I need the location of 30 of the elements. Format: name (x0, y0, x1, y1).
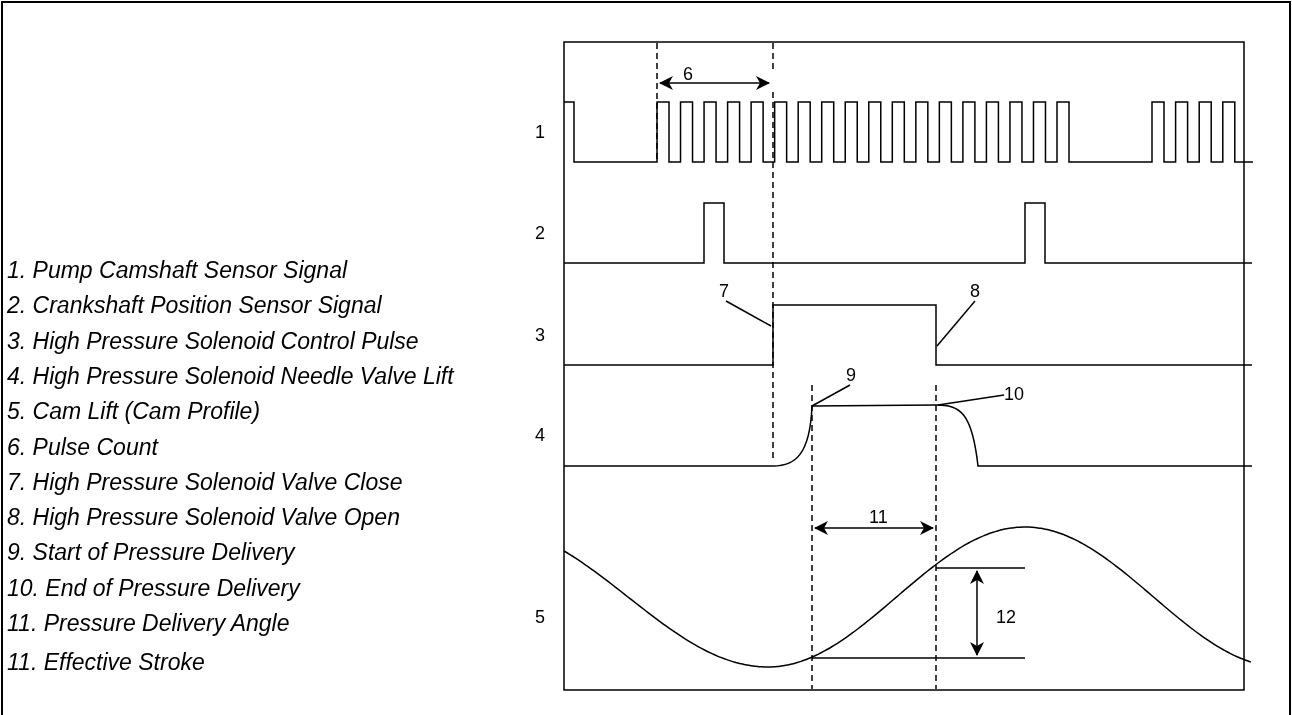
dimension-label: 12 (996, 607, 1017, 627)
legend-entry: 5. Cam Lift (Cam Profile) (7, 397, 261, 426)
legend-entry: 1. Pump Camshaft Sensor Signal (7, 256, 348, 284)
row-number: 2 (535, 223, 545, 243)
row-number: 1 (535, 122, 545, 142)
row-number: 5 (535, 607, 545, 627)
valve-lift-curve (563, 404, 1253, 467)
legend-entry: 6. Pulse Count (7, 432, 158, 461)
callout-number: 8 (970, 281, 980, 301)
dimension-label: 6 (683, 64, 693, 84)
legend-entry: 10. End of Pressure Delivery (7, 573, 300, 602)
leader-line (936, 300, 976, 347)
row-number: 3 (535, 325, 545, 345)
legend-entry: 11. Effective Stroke (7, 648, 205, 677)
legend-entry: 2. Crankshaft Position Sensor Signal (7, 291, 382, 320)
dimension-label: 11 (869, 507, 888, 527)
legend-entry: 9. Start of Pressure Delivery (7, 538, 295, 567)
callout-number: 7 (719, 281, 729, 301)
callout-number: 9 (846, 365, 856, 385)
legend-entry: 3. High Pressure Solenoid Control Pulse (7, 326, 419, 355)
row-number: 4 (535, 425, 545, 445)
control-pulse-waveform (563, 304, 1253, 366)
legend-entry: 8. High Pressure Solenoid Valve Open (7, 503, 400, 532)
leader-line (725, 300, 772, 327)
legend-entry: 11. Pressure Delivery Angle (7, 609, 290, 637)
legend-entry: 4. High Pressure Solenoid Needle Valve Lift (7, 361, 454, 390)
callout-number: 10 (1004, 384, 1025, 404)
leader-line (937, 394, 1005, 406)
leader-line (811, 384, 851, 407)
legend-entry: 7. High Pressure Solenoid Valve Close (7, 467, 403, 496)
